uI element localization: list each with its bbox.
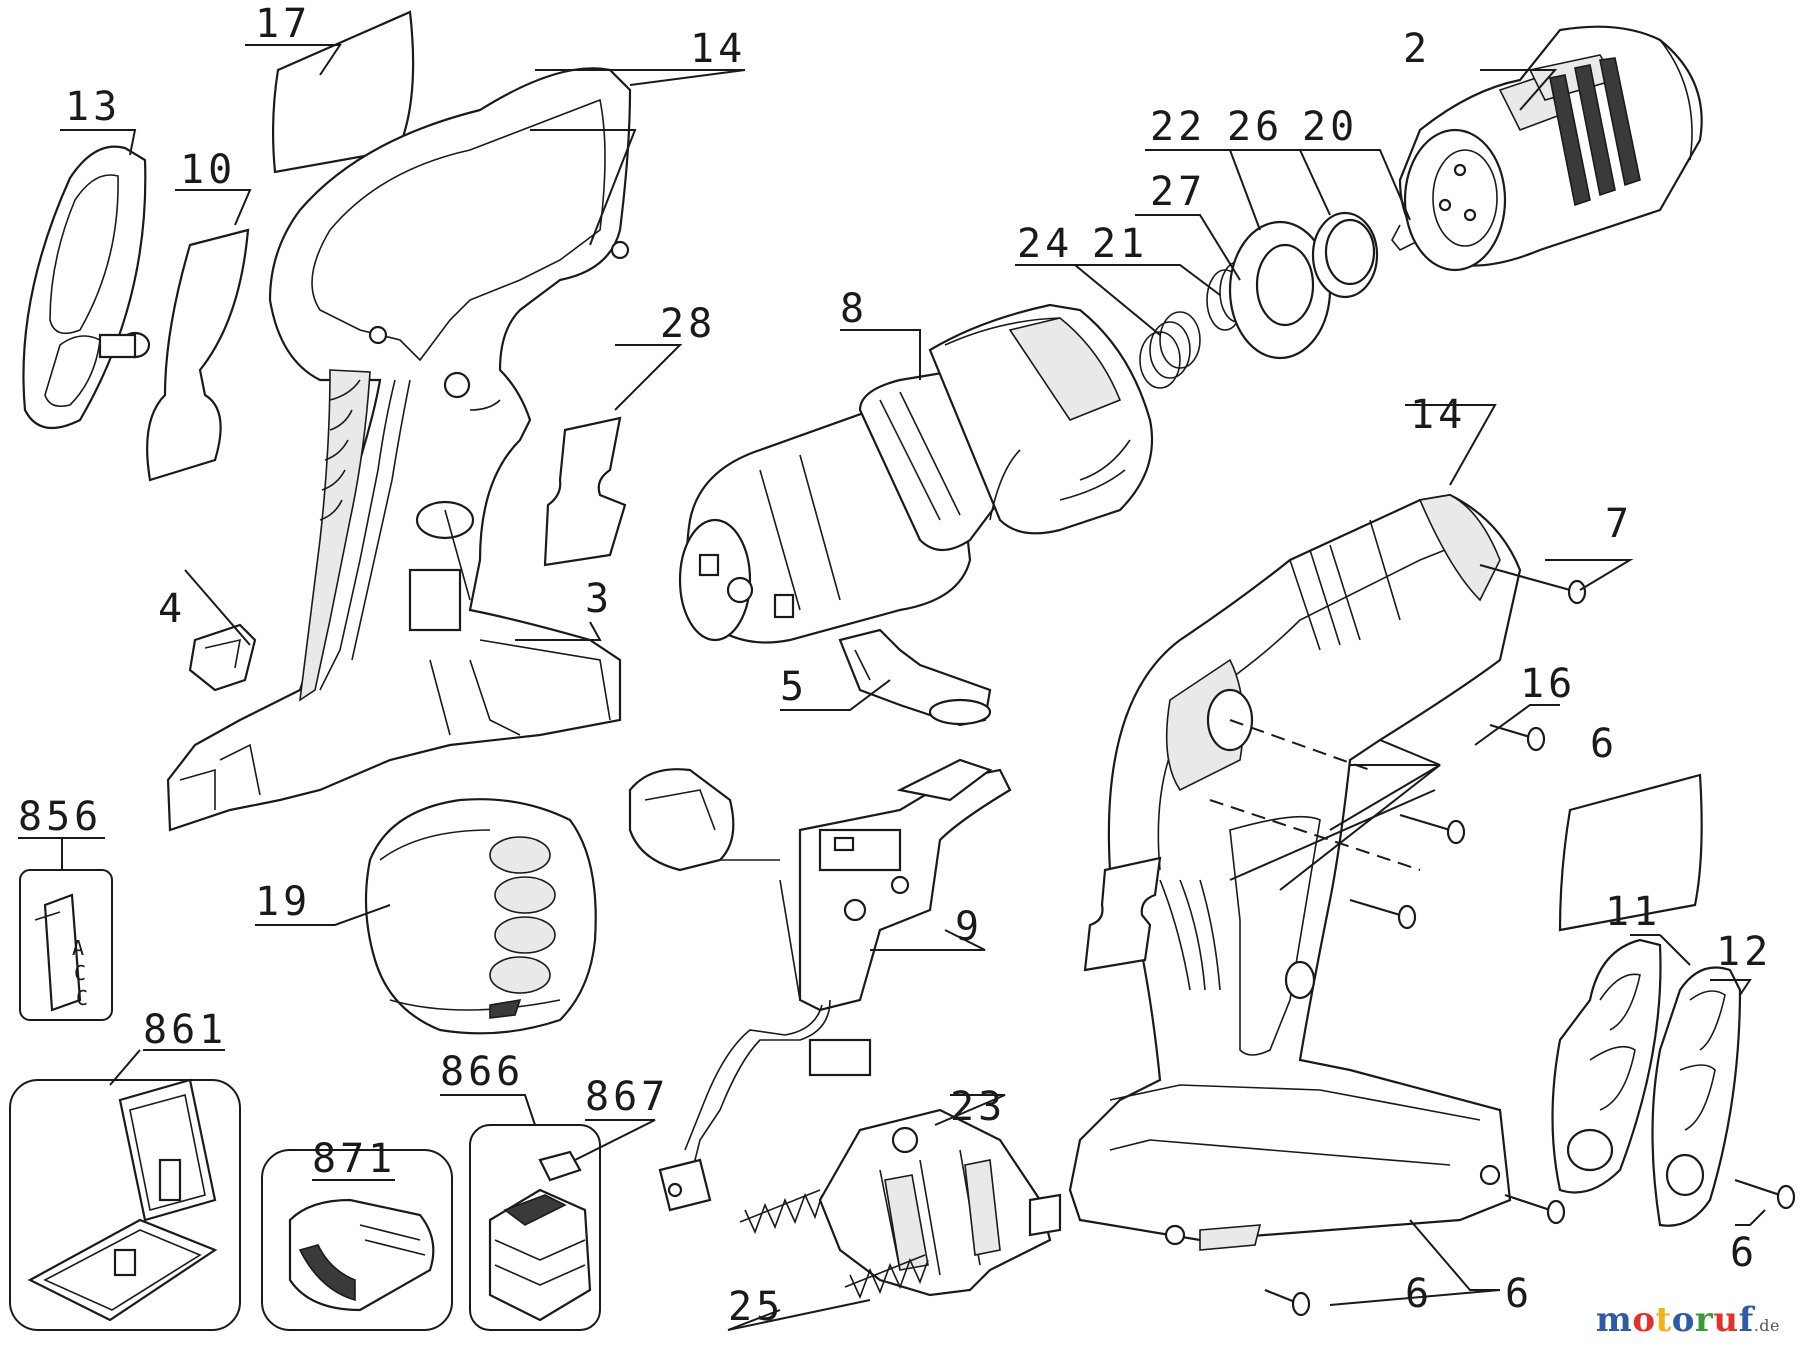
screw-icon <box>1479 563 1587 605</box>
watermark-brand: motoruf <box>1596 1300 1754 1340</box>
screw-icon <box>1399 813 1466 845</box>
keyless-chuck-icon <box>1398 25 1703 272</box>
part-label: 24 <box>1017 221 1073 267</box>
drill-housing-left-icon <box>166 67 632 832</box>
spring-icon <box>844 1254 929 1300</box>
watermark-letter: t <box>1655 1300 1672 1340</box>
part-label: 27 <box>1150 169 1206 215</box>
part-label: 28 <box>660 301 716 347</box>
part-label: 6 <box>1730 1230 1758 1276</box>
motor-icon <box>678 368 1003 644</box>
part-label: 12 <box>1716 929 1772 975</box>
screw-icon <box>1734 1178 1796 1210</box>
part-label: 23 <box>950 1084 1006 1130</box>
part-label: 4 <box>158 586 186 632</box>
watermark-letter: r <box>1694 1300 1714 1340</box>
part-label: 25 <box>728 1284 784 1330</box>
switch-trigger-icon <box>628 758 1012 1212</box>
part-label: 21 <box>1092 221 1148 267</box>
watermark-letter: o <box>1632 1300 1656 1340</box>
part-label: 26 <box>1227 104 1283 150</box>
accessory-box-letter: C <box>76 986 88 1010</box>
ring-icon <box>1311 211 1379 299</box>
accessory-box-letter: C <box>74 961 86 985</box>
terminal-icon <box>838 628 992 727</box>
part-label: 20 <box>1302 104 1358 150</box>
gearbox-icon <box>928 303 1154 535</box>
label-icon <box>146 228 250 482</box>
assembly-line <box>1229 719 1371 771</box>
part-label: 10 <box>180 147 236 193</box>
part-label: 7 <box>1605 501 1633 547</box>
side-cover-icon <box>1551 938 1662 1194</box>
side-cover-icon <box>22 145 151 430</box>
part-label: 2 <box>1403 26 1431 72</box>
part-label: 3 <box>585 576 613 622</box>
accessory-kit-icon <box>34 893 82 1012</box>
part-label: 6 <box>1405 1271 1433 1317</box>
leader-lines <box>18 44 1766 1331</box>
part-label: 17 <box>255 1 311 47</box>
clip-icon <box>188 623 257 692</box>
label-icon <box>1083 856 1162 972</box>
assembly-line <box>1209 799 1421 871</box>
part-label: 8 <box>840 286 868 332</box>
terminal-block-icon <box>818 1108 1062 1297</box>
part-label: 16 <box>1520 661 1576 707</box>
part-label: 22 <box>1150 104 1206 150</box>
watermark-suffix: .de <box>1753 1316 1780 1335</box>
side-cover-icon <box>1651 966 1742 1227</box>
label-icon <box>1558 773 1703 932</box>
part-label: 11 <box>1605 889 1661 935</box>
accessory-label: 867 <box>585 1074 669 1120</box>
watermark-letter: m <box>1595 1300 1633 1340</box>
charger-icon <box>288 1198 435 1312</box>
accessory-label: 856 <box>18 794 102 840</box>
accessory-box-letter: A <box>72 936 84 960</box>
spring-icon <box>1139 311 1201 389</box>
part-label: 6 <box>1505 1271 1533 1317</box>
accessory-label: 861 <box>143 1007 227 1053</box>
screw-icon <box>1504 1193 1566 1225</box>
washer-icon <box>1228 220 1332 360</box>
part-label: 19 <box>255 879 311 925</box>
carry-case-icon <box>27 1078 218 1322</box>
part-label: 14 <box>1410 392 1466 438</box>
part-label: 9 <box>955 904 983 950</box>
accessory-label: 866 <box>440 1049 524 1095</box>
part-label: 6 <box>1590 721 1618 767</box>
part-label: 5 <box>780 664 808 710</box>
battery-icon <box>488 1188 592 1322</box>
watermark-letter: f <box>1738 1300 1754 1340</box>
spring-icon <box>739 1189 823 1235</box>
battery-cover-icon <box>538 1150 582 1182</box>
drill-housing-right-icon <box>1068 493 1522 1251</box>
screw-icon <box>1489 723 1546 752</box>
watermark-logo: motoruf.de <box>1596 1300 1780 1340</box>
screw-icon <box>1264 1288 1311 1317</box>
part-labels: 2 3 4 5 6 6 6 6 7 8 9 10 11 12 13 14 14 … <box>18 1 1772 1330</box>
watermark-letter: o <box>1671 1300 1695 1340</box>
part-label: 14 <box>690 26 746 72</box>
label-icon <box>543 416 627 567</box>
accessory-label: 871 <box>312 1136 396 1182</box>
part-label: 13 <box>65 84 121 130</box>
watermark-letter: u <box>1713 1300 1739 1340</box>
battery-pack-icon <box>364 798 597 1035</box>
screw-icon <box>1349 898 1417 930</box>
